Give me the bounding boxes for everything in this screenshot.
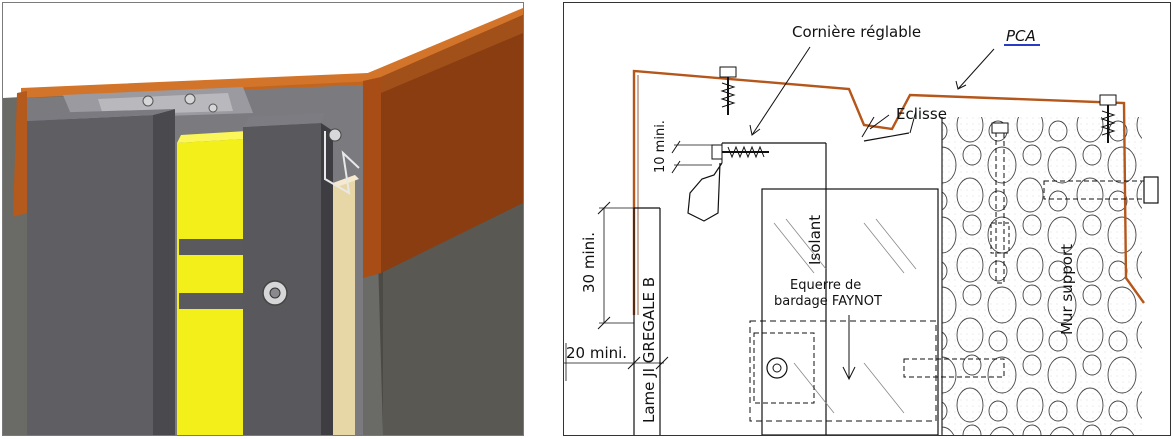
leader-lines — [749, 46, 995, 136]
lame-trim — [333, 175, 359, 435]
lame-cladding — [633, 207, 661, 435]
dimension-30-mini — [597, 201, 634, 330]
section-drawing-panel: Cornière réglable PCA Eclisse 10 mini. 3… — [563, 2, 1171, 436]
label-20-mini: 20 mini. — [566, 344, 627, 362]
render-3d-svg — [3, 3, 523, 435]
mur-support — [941, 117, 1142, 435]
label-mur-support: Mur support — [1058, 244, 1076, 335]
cladding-panel-left — [27, 109, 175, 435]
label-10-mini: 10 mini. — [653, 120, 668, 173]
section-drawing-svg: Cornière réglable PCA Eclisse 10 mini. 3… — [564, 23, 1159, 435]
corniere-reglable-3d — [324, 128, 360, 195]
corniere-reglable — [687, 142, 827, 435]
label-equerre-line1: Equerre de — [790, 278, 861, 293]
dimension-20-mini — [564, 343, 669, 381]
pca-coping-profile — [632, 69, 1145, 315]
label-30-mini: 30 mini. — [580, 232, 598, 293]
bolt-icon — [262, 280, 288, 306]
render-3d-panel — [2, 2, 524, 436]
label-corniere-reglable: Cornière réglable — [792, 23, 921, 41]
label-eclisse: Eclisse — [896, 105, 947, 123]
anchor-bolt-icon — [990, 122, 1010, 284]
equerre-faynot — [749, 315, 1005, 422]
anchor-bolt-horizontal-icon — [1043, 176, 1159, 204]
label-pca: PCA — [1006, 27, 1036, 45]
coping-cap — [13, 8, 523, 278]
dimension-10-mini — [671, 140, 712, 174]
label-lame: Lame JI GREGALE B — [640, 277, 658, 423]
isolant-block — [761, 188, 939, 435]
label-isolant: Isolant — [806, 215, 824, 265]
cladding-profile-right — [243, 113, 333, 435]
label-equerre-line2: bardage FAYNOT — [774, 294, 882, 309]
screw-icon — [1099, 94, 1117, 143]
screw-icon — [719, 66, 737, 115]
insulation-yellow — [177, 131, 247, 435]
